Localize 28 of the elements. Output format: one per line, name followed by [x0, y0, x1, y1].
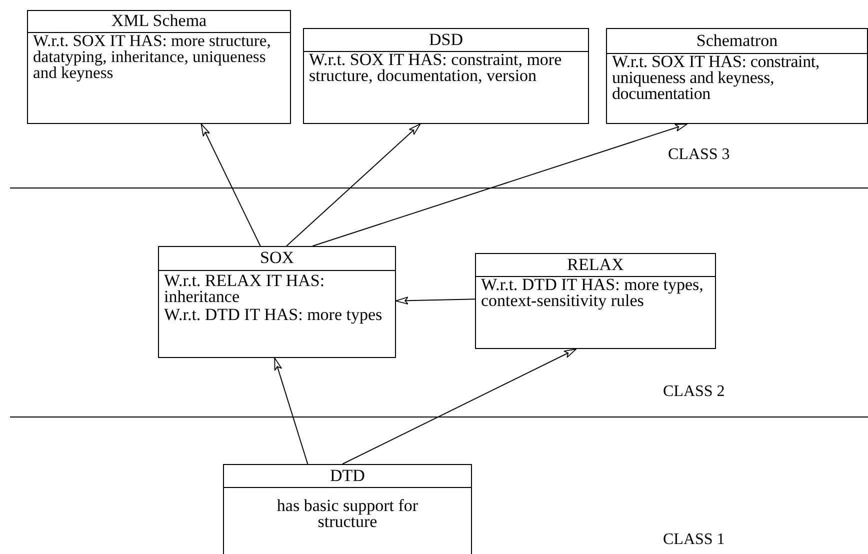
class-box: [475, 253, 716, 349]
class-box: [223, 464, 472, 554]
feature-text: W.r.t. RELAX IT HAS: inheritance: [163, 273, 326, 305]
class-level-label: CLASS 2: [663, 383, 725, 401]
class-box: [158, 246, 396, 358]
feature-text: W.r.t. SOX IT HAS: more structure, datatyping, inheritance, uniqueness and keyness: [32, 33, 272, 81]
class-name: DSD: [304, 29, 588, 52]
class-name: XML Schema: [28, 11, 290, 33]
feature-text: has basic support for structure: [276, 495, 420, 530]
feature-text: W.r.t. DTD IT HAS: more types: [163, 307, 384, 323]
arrow: [312, 124, 688, 246]
class-name: Schematron: [607, 29, 867, 54]
class-box: [27, 10, 291, 124]
arrow: [342, 348, 577, 464]
arrow: [200, 124, 261, 246]
feature-text: W.r.t. DTD IT HAS: more types, context-sensitivity rules: [480, 277, 704, 309]
arrow: [286, 124, 421, 246]
class-name: DTD: [224, 465, 471, 488]
feature-text: W.r.t. SOX IT HAS: constraint, uniqueness and keyness, documentation: [611, 54, 820, 102]
class-box: [303, 28, 589, 124]
class-box: [606, 28, 868, 124]
feature-text: W.r.t. SOX IT HAS: constraint, more structure, documentation, version: [308, 52, 563, 84]
arrow: [274, 358, 308, 464]
class-level-label: CLASS 1: [663, 531, 725, 549]
class-name: SOX: [159, 247, 395, 271]
class-level-label: CLASS 3: [668, 146, 730, 164]
arrow: [396, 296, 476, 305]
class-name: RELAX: [476, 254, 715, 277]
